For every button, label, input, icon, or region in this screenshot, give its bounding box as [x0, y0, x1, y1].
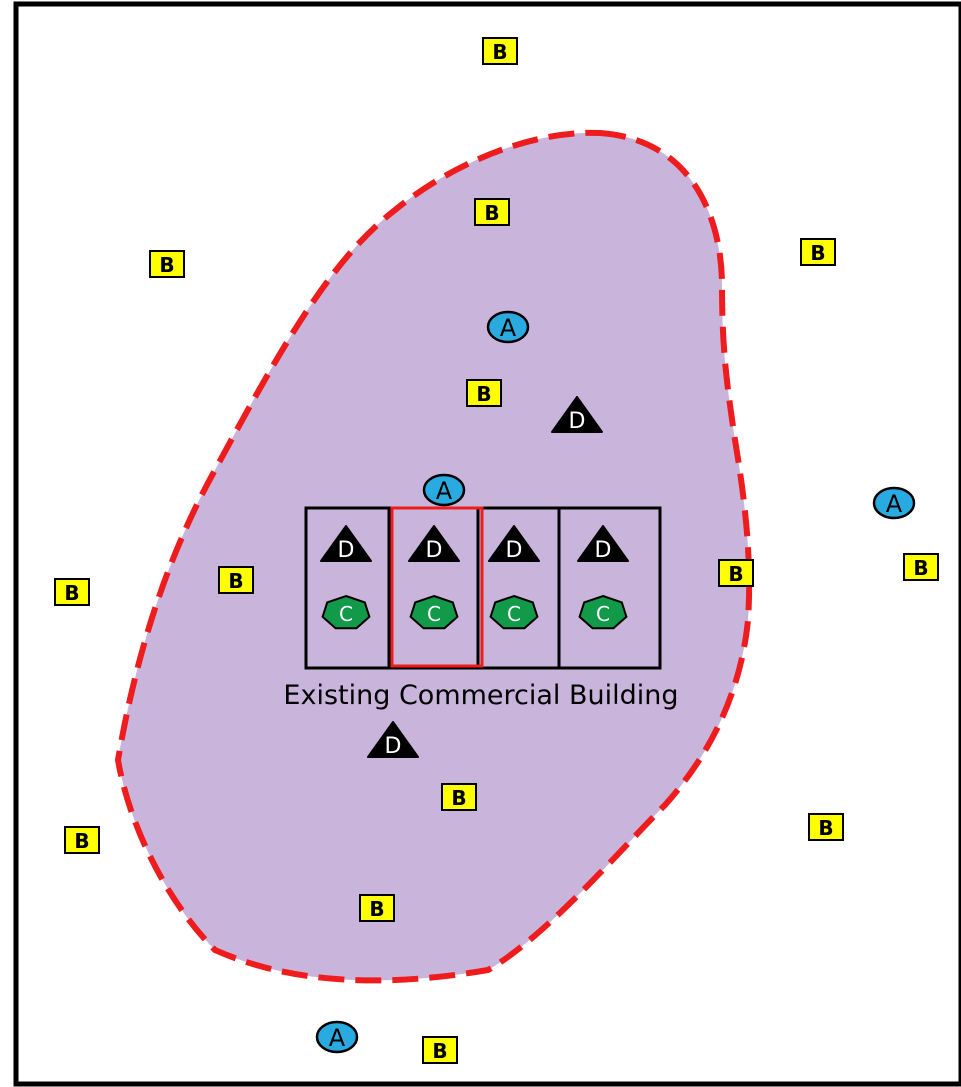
marker-b-shape	[903, 553, 939, 581]
marker-b-icon: B	[64, 826, 100, 854]
marker-d-shape	[488, 525, 540, 562]
marker-d-shape	[577, 525, 629, 562]
marker-b-icon: B	[466, 379, 502, 407]
marker-c-label: C	[339, 602, 353, 626]
marker-a-label: A	[329, 1024, 346, 1052]
marker-c-icon: C	[489, 594, 539, 630]
marker-a-icon: A	[872, 486, 916, 520]
marker-b-label: B	[728, 562, 743, 586]
marker-b-shape	[218, 566, 254, 594]
marker-b-icon: B	[718, 559, 754, 587]
marker-b-label: B	[451, 786, 466, 810]
marker-a-shape	[315, 1020, 359, 1054]
marker-d-shape	[320, 525, 372, 562]
marker-d-icon: D	[367, 721, 419, 759]
marker-b-icon: B	[441, 783, 477, 811]
marker-b-shape	[359, 894, 395, 922]
marker-b-label: B	[484, 201, 499, 225]
marker-b-label: B	[159, 253, 174, 277]
marker-b-shape	[466, 379, 502, 407]
marker-a-shape	[872, 486, 916, 520]
marker-d-shape	[551, 396, 603, 433]
marker-b-icon: B	[149, 250, 185, 278]
marker-b-label: B	[913, 556, 928, 580]
marker-b-shape	[64, 826, 100, 854]
marker-b-icon: B	[359, 894, 395, 922]
marker-b-shape	[422, 1036, 458, 1064]
marker-b-label: B	[432, 1039, 447, 1063]
marker-c-shape	[321, 594, 371, 630]
marker-b-shape	[482, 37, 518, 65]
marker-a-label: A	[500, 314, 517, 342]
marker-c-icon: C	[321, 594, 371, 630]
marker-b-label: B	[492, 40, 507, 64]
marker-b-shape	[474, 198, 510, 226]
marker-a-icon: A	[315, 1020, 359, 1054]
marker-d-icon: D	[320, 525, 372, 563]
marker-b-icon: B	[800, 238, 836, 266]
marker-c-shape	[409, 594, 459, 630]
marker-b-shape	[808, 813, 844, 841]
building-label: Existing Commercial Building	[283, 680, 678, 711]
marker-a-icon: A	[486, 310, 530, 344]
marker-b-label: B	[476, 382, 491, 406]
highlighted-unit-outline	[390, 506, 484, 668]
marker-c-label: C	[596, 602, 610, 626]
marker-a-shape	[486, 310, 530, 344]
marker-d-label: D	[595, 538, 612, 563]
marker-b-label: B	[818, 816, 833, 840]
marker-c-label: C	[427, 602, 441, 626]
marker-b-shape	[718, 559, 754, 587]
marker-d-label: D	[426, 538, 443, 563]
marker-a-icon: A	[422, 473, 466, 507]
marker-b-icon: B	[474, 198, 510, 226]
marker-b-shape	[149, 250, 185, 278]
existing-commercial-building: Existing Commercial Building	[283, 506, 679, 711]
marker-c-shape	[489, 594, 539, 630]
marker-a-label: A	[886, 490, 903, 518]
marker-d-icon: D	[577, 525, 629, 563]
marker-d-icon: D	[551, 396, 603, 434]
marker-b-label: B	[810, 241, 825, 265]
marker-d-label: D	[506, 538, 523, 563]
marker-b-shape	[441, 783, 477, 811]
marker-b-icon: B	[218, 566, 254, 594]
marker-b-label: B	[74, 829, 89, 853]
marker-d-shape	[408, 525, 460, 562]
marker-d-shape	[367, 721, 419, 758]
marker-b-icon: B	[422, 1036, 458, 1064]
marker-c-icon: C	[578, 594, 628, 630]
marker-d-icon: D	[408, 525, 460, 563]
marker-d-icon: D	[488, 525, 540, 563]
marker-b-icon: B	[903, 553, 939, 581]
marker-b-shape	[800, 238, 836, 266]
marker-b-icon: B	[482, 37, 518, 65]
marker-b-icon: B	[808, 813, 844, 841]
marker-d-label: D	[385, 734, 402, 759]
marker-a-shape	[422, 473, 466, 507]
marker-layer: A A A A B B B B B B B B B B B B B B D D D C D C D C D C	[54, 37, 939, 1064]
marker-b-icon: B	[54, 578, 90, 606]
marker-b-label: B	[228, 569, 243, 593]
marker-b-label: B	[64, 581, 79, 605]
marker-c-shape	[578, 594, 628, 630]
marker-b-label: B	[369, 897, 384, 921]
marker-d-label: D	[338, 538, 355, 563]
marker-c-label: C	[507, 602, 521, 626]
marker-b-shape	[54, 578, 90, 606]
marker-c-icon: C	[409, 594, 459, 630]
marker-d-label: D	[569, 409, 586, 434]
marker-a-label: A	[436, 477, 453, 505]
